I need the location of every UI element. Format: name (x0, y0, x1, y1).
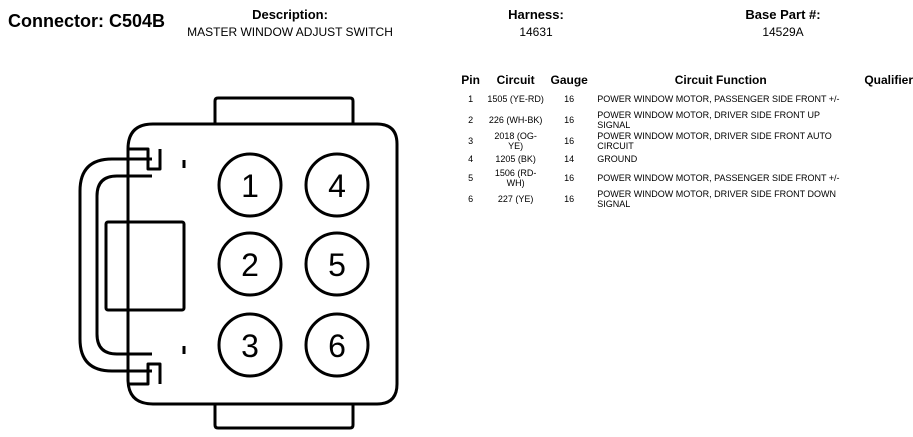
col-header-qualifier: Qualifier (864, 73, 913, 87)
cell-gauge: 16 (564, 172, 575, 183)
pin-cavity-5 (304, 231, 370, 297)
latch-window (104, 220, 186, 312)
lock-arm-outer (78, 157, 152, 373)
cell-circuit: 2018 (OG-YE) (494, 130, 537, 151)
cell-qualifier (844, 188, 913, 209)
table-row: 5 1506 (RD-WH) 16 POWER WINDOW MOTOR, PA… (454, 167, 913, 188)
cell-qualifier (844, 130, 913, 151)
top-latch-tab (213, 96, 355, 124)
lock-arm-inner (95, 174, 152, 356)
col-header-circuit-function: Circuit Function (674, 73, 767, 87)
col-header-circuit: Circuit (496, 73, 535, 87)
pin-cavity-2 (217, 231, 283, 297)
cell-qualifier (844, 167, 913, 188)
cell-function: POWER WINDOW MOTOR, PASSENGER SIDE FRONT… (597, 93, 840, 104)
cell-pin: 4 (468, 154, 474, 164)
pin-cavity-3 (217, 312, 283, 378)
lock-notch-top (128, 147, 162, 171)
col-header-pin: Pin (461, 73, 480, 87)
cell-function: POWER WINDOW MOTOR, PASSENGER SIDE FRONT… (597, 172, 840, 183)
cell-qualifier (844, 151, 913, 167)
connector-title: Connector: C504B (8, 11, 166, 31)
table-header-row: Pin Circuit Gauge Circuit Function Quali… (454, 72, 913, 88)
cell-qualifier (844, 88, 913, 109)
cell-function: POWER WINDOW MOTOR, DRIVER SIDE FRONT AU… (597, 130, 832, 151)
connector-housing (126, 122, 399, 406)
pin-label: 2 (241, 247, 259, 283)
table-row: 1 1505 (YE-RD) 16 POWER WINDOW MOTOR, PA… (454, 88, 913, 109)
cell-qualifier (844, 109, 913, 130)
connector-face-diagram: 1 4 2 5 3 6 (78, 96, 399, 430)
pin-label: 4 (328, 168, 346, 204)
lock-notch-bottom (128, 362, 162, 386)
pin-label: 5 (328, 247, 346, 283)
harness-value: 14631 (519, 25, 553, 39)
cell-function: POWER WINDOW MOTOR, DRIVER SIDE FRONT DO… (597, 188, 836, 209)
table-row: 3 2018 (OG-YE) 16 POWER WINDOW MOTOR, DR… (454, 130, 913, 151)
cell-gauge: 16 (564, 114, 575, 125)
cell-pin: 6 (468, 193, 474, 204)
cell-pin: 1 (468, 93, 474, 104)
pin-label: 3 (241, 328, 259, 364)
description-label: Description: (252, 7, 328, 22)
cell-circuit: 1505 (YE-RD) (487, 93, 544, 104)
cell-pin: 3 (468, 135, 474, 146)
cell-circuit: 1205 (BK) (495, 154, 536, 164)
cell-function: GROUND (597, 154, 638, 164)
pin-label: 1 (241, 168, 259, 204)
cell-gauge: 16 (564, 93, 575, 104)
cell-function: POWER WINDOW MOTOR, DRIVER SIDE FRONT UP… (597, 109, 820, 130)
cell-pin: 5 (468, 172, 474, 183)
table-row: 6 227 (YE) 16 POWER WINDOW MOTOR, DRIVER… (454, 188, 913, 209)
description-value: MASTER WINDOW ADJUST SWITCH (187, 25, 393, 39)
cell-circuit: 226 (WH-BK) (488, 114, 543, 125)
col-header-gauge: Gauge (550, 73, 588, 87)
cell-gauge: 16 (564, 135, 575, 146)
base-part-value: 14529A (762, 25, 804, 39)
pin-table: Pin Circuit Gauge Circuit Function Quali… (454, 72, 913, 209)
table-row: 4 1205 (BK) 14 GROUND (454, 151, 913, 167)
pin-cavity-4 (304, 152, 370, 218)
base-part-label: Base Part #: (745, 7, 821, 22)
cell-pin: 2 (468, 114, 474, 125)
cell-circuit: 227 (YE) (497, 193, 534, 204)
cell-gauge: 14 (564, 154, 575, 164)
table-row: 2 226 (WH-BK) 16 POWER WINDOW MOTOR, DRI… (454, 109, 913, 130)
pin-label: 6 (328, 328, 346, 364)
cell-gauge: 16 (564, 193, 575, 204)
cell-circuit: 1506 (RD-WH) (494, 167, 537, 188)
pin-cavity-1 (217, 152, 283, 218)
bottom-latch-tab (213, 404, 355, 430)
pin-cavity-6 (304, 312, 370, 378)
harness-label: Harness: (508, 7, 564, 22)
